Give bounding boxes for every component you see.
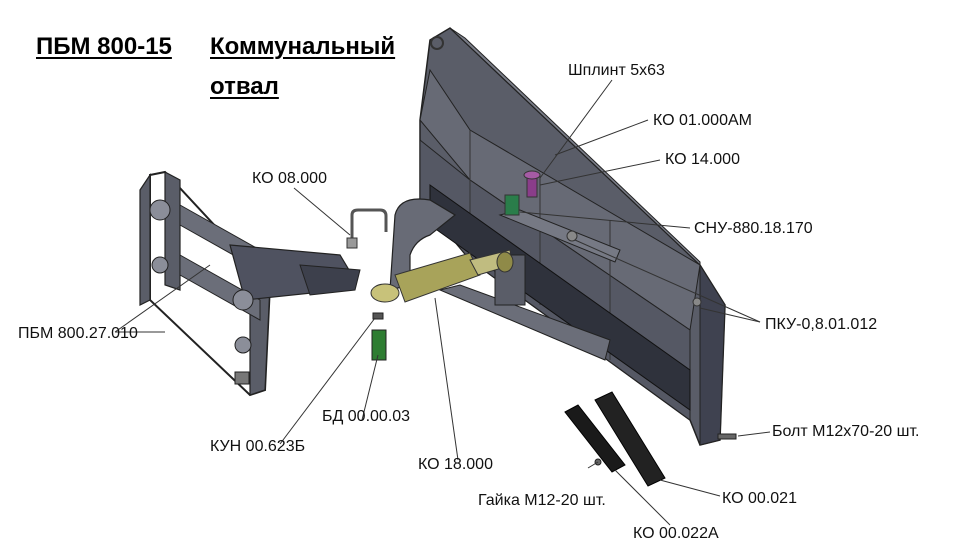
label-ko-01: КО 01.000АМ xyxy=(653,112,752,129)
label-snu: СНУ-880.18.170 xyxy=(694,220,813,237)
rubber-strips xyxy=(564,391,666,487)
mounting-frame xyxy=(139,170,361,397)
label-gaika: Гайка М12-20 шт. xyxy=(478,492,606,509)
model-title: ПБМ 800-15 xyxy=(36,33,172,60)
label-shplint: Шплинт 5х63 xyxy=(568,62,665,79)
label-bd: БД 00.00.03 xyxy=(322,408,411,425)
label-kun: КУН 00.623Б xyxy=(210,438,306,455)
label-ko-021: КО 00.021 xyxy=(722,490,797,507)
label-pku: ПКУ-0,8.01.012 xyxy=(765,316,878,333)
product-name-line2: отвал xyxy=(210,73,279,100)
leader-lines xyxy=(114,79,771,526)
product-name-line1: Коммунальный xyxy=(210,33,396,60)
label-ko-18: КО 18.000 xyxy=(418,456,493,473)
hydraulic-cylinder xyxy=(370,249,514,303)
label-ko-14: КО 14.000 xyxy=(665,151,740,168)
label-ko-022: КО 00.022А xyxy=(633,525,719,542)
blade xyxy=(419,27,726,446)
u-bolt xyxy=(346,208,388,249)
label-bolt: Болт М12х70-20 шт. xyxy=(772,423,920,440)
label-ko-08: КО 08.000 xyxy=(252,170,327,187)
fasteners xyxy=(371,170,737,466)
label-pbm-frame: ПБМ 800.27.010 xyxy=(18,325,138,342)
